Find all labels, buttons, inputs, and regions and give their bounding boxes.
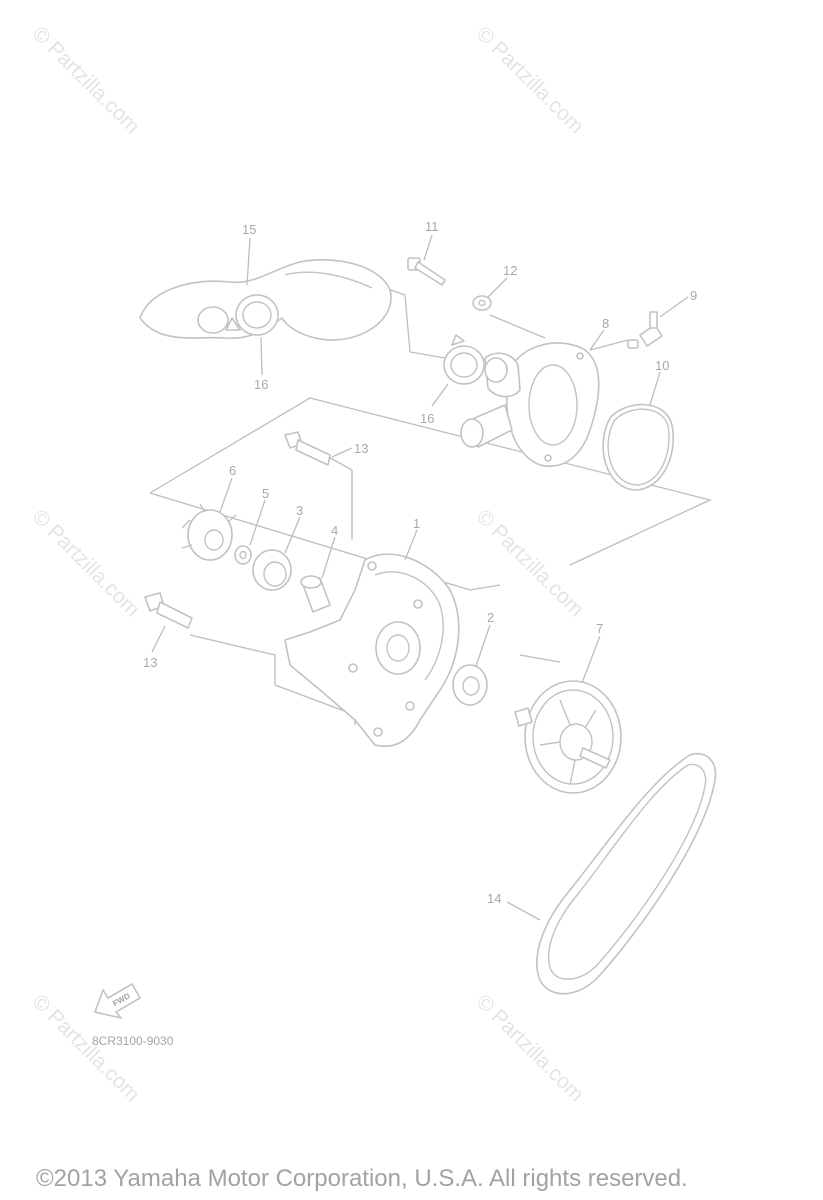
part-6-impeller [181, 503, 237, 561]
callout-13: 13 [143, 655, 157, 670]
callout-10: 10 [655, 358, 669, 373]
part-11-bolt [407, 257, 446, 286]
part-9-fitting [627, 311, 663, 349]
callout-6: 6 [229, 463, 236, 478]
callout-12: 12 [503, 263, 517, 278]
callout-3: 3 [296, 503, 303, 518]
callout-16: 16 [420, 411, 434, 426]
part-8-pump-cover [460, 342, 600, 467]
callout-11: 11 [425, 219, 439, 234]
part-14-belt [536, 753, 717, 995]
part-13-bolt [144, 592, 193, 629]
callout-5: 5 [262, 486, 269, 501]
copyright-notice: ©2013 Yamaha Motor Corporation, U.S.A. A… [36, 1165, 688, 1192]
part-3-seal [252, 549, 292, 591]
callout-14: 14 [487, 891, 501, 906]
callout-2: 2 [487, 610, 494, 625]
part-4-bushing [300, 575, 331, 613]
callout-15: 15 [242, 222, 256, 237]
part-16-clamp [443, 334, 485, 385]
part-7-pulley [514, 680, 622, 794]
part-12-washer [472, 295, 492, 311]
diagram-code: 8CR3100-9030 [92, 1034, 174, 1048]
fwd-arrow-icon: FWD [94, 983, 141, 1019]
callout-16: 16 [254, 377, 268, 392]
part-1-housing [284, 553, 460, 747]
callout-13: 13 [354, 441, 368, 456]
part-13-bolt [284, 431, 331, 466]
callout-9: 9 [690, 288, 697, 303]
callout-7: 7 [596, 621, 603, 636]
callout-numbers: 15 16 11 12 8 9 10 16 13 6 5 3 4 1 2 7 1… [143, 219, 697, 906]
part-2-bearing [452, 664, 488, 706]
callout-1: 1 [413, 516, 420, 531]
callout-8: 8 [602, 316, 609, 331]
callout-leaders [151, 234, 689, 921]
part-5-washer [234, 545, 252, 565]
part-10-gasket [602, 403, 674, 491]
part-16-clamp [225, 294, 279, 336]
callout-4: 4 [331, 523, 338, 538]
